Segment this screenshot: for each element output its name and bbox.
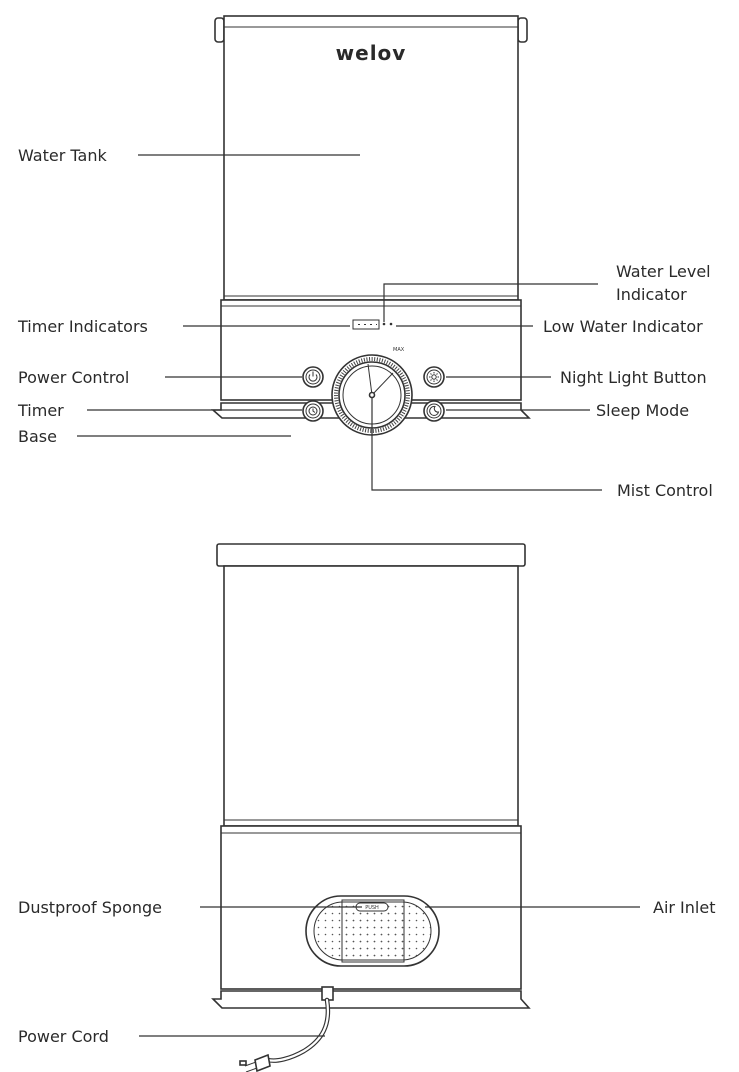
- mist-control-dial[interactable]: MAX: [331, 347, 413, 436]
- label-power-cord: Power Cord: [18, 1027, 109, 1046]
- night-light-button[interactable]: [423, 366, 445, 388]
- plug-icon: [239, 1053, 271, 1072]
- label-water-level-indicator-2: Indicator: [616, 285, 687, 304]
- label-power-control: Power Control: [18, 368, 129, 387]
- power-button[interactable]: [302, 366, 324, 388]
- sun-icon: [429, 372, 439, 382]
- water-tank-back: [223, 565, 519, 827]
- dial-max-label: MAX: [393, 347, 405, 353]
- tank-handle-right: [517, 17, 528, 43]
- tank-handle-left: [214, 17, 225, 43]
- label-timer-indicators: Timer Indicators: [17, 317, 148, 336]
- water-tank: [223, 15, 519, 301]
- label-night-light-button: Night Light Button: [560, 368, 707, 387]
- low-water-indicator-light: [389, 322, 393, 326]
- timer-indicators: [352, 319, 380, 330]
- front-view: welov MAX: [17, 15, 713, 500]
- moon-icon: [429, 405, 440, 416]
- label-dustproof-sponge: Dustproof Sponge: [18, 898, 162, 917]
- brand-logo: welov: [336, 41, 407, 65]
- power-cord: [239, 986, 334, 1072]
- sleep-mode-button[interactable]: [423, 400, 445, 422]
- sponge-push-label: PUSH: [365, 905, 379, 911]
- clock-icon: [308, 406, 318, 416]
- label-mist-control: Mist Control: [617, 481, 713, 500]
- label-water-tank: Water Tank: [18, 146, 107, 165]
- label-low-water-indicator: Low Water Indicator: [543, 317, 703, 336]
- back-view: PUSH Dustproof Sponge Air Inlet Power Co…: [18, 543, 715, 1072]
- label-air-inlet: Air Inlet: [653, 898, 715, 917]
- label-timer: Timer: [17, 401, 64, 420]
- base-foot-back: [211, 990, 531, 1009]
- timer-button[interactable]: [302, 400, 324, 422]
- tank-lid: [216, 543, 526, 567]
- label-water-level-indicator-1: Water Level: [616, 262, 711, 281]
- water-level-indicator-light: [382, 322, 386, 326]
- power-icon: [308, 371, 318, 382]
- label-sleep-mode: Sleep Mode: [596, 401, 689, 420]
- label-base: Base: [18, 427, 57, 446]
